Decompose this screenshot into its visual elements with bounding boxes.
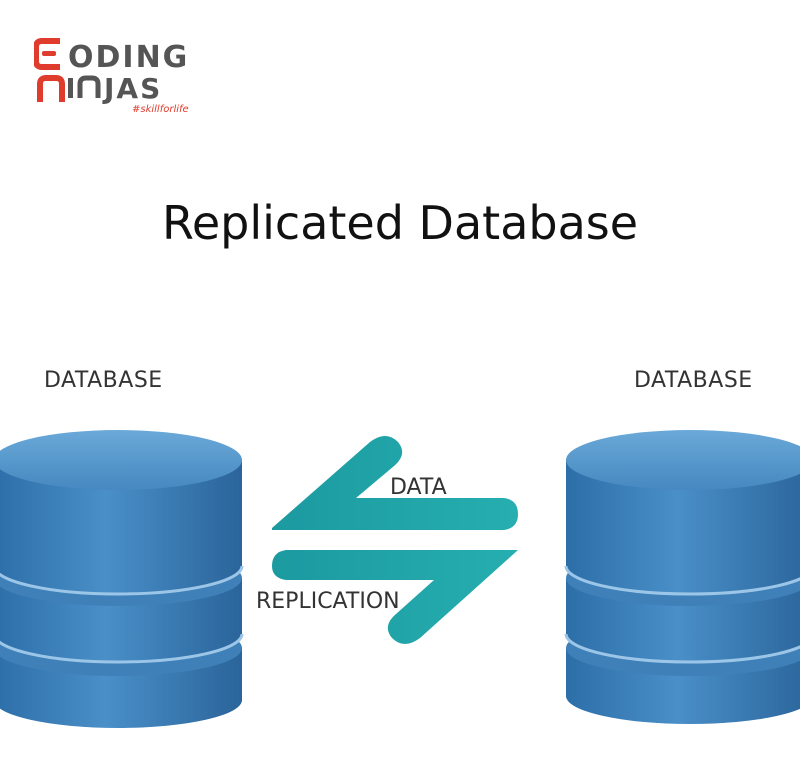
replication-diagram: DATA REPLICATION — [0, 430, 800, 728]
logo-line1: ODING — [68, 40, 189, 75]
right-database-label: DATABASE — [634, 368, 753, 393]
coding-ninjas-logo: ODING JAS #skillforlife — [34, 36, 209, 116]
arrow-left-icon — [272, 436, 518, 530]
left-database-icon — [0, 430, 244, 728]
arrow-right-icon — [272, 550, 518, 644]
logo-n2-icon — [77, 75, 101, 98]
logo-mark: ODING JAS #skillforlife — [34, 38, 189, 115]
logo-i-icon — [68, 78, 73, 98]
arrow-top-label: DATA — [390, 475, 447, 500]
logo-n-icon — [37, 75, 65, 102]
logo-line2: JAS — [102, 72, 162, 105]
arrow-bottom-label: REPLICATION — [256, 589, 400, 614]
left-database-label: DATABASE — [44, 368, 163, 393]
right-database-icon — [564, 430, 800, 724]
logo-eyes-icon — [42, 51, 56, 56]
page-title: Replicated Database — [161, 196, 639, 250]
logo-tagline: #skillforlife — [132, 104, 189, 115]
logo-c-icon — [34, 38, 60, 70]
